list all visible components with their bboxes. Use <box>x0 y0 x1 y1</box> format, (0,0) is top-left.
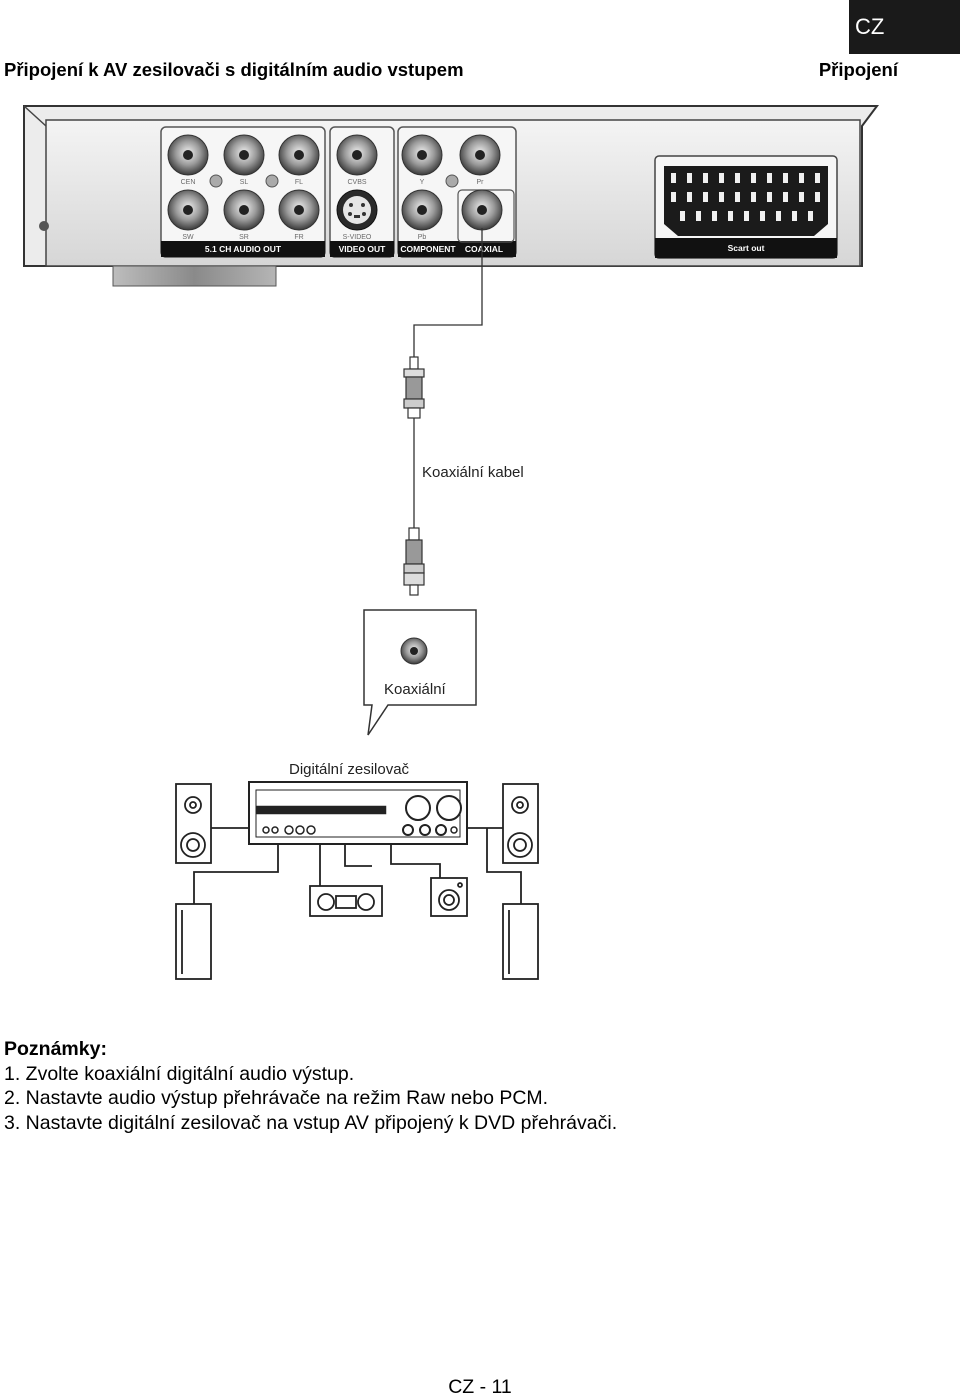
jack-label-cen: CEN <box>181 179 196 186</box>
note-item: 1. Zvolte koaxiální digitální audio výst… <box>4 1062 355 1085</box>
coaxial-cable <box>413 228 483 528</box>
notes-title: Poznámky: <box>4 1038 107 1060</box>
note-item: 2. Nastavte audio výstup přehrávače na r… <box>4 1087 549 1109</box>
scart-pin <box>728 211 733 221</box>
jack-pb: Pb <box>401 189 443 241</box>
jack-label-y: Y <box>420 179 425 186</box>
scart-pin <box>687 192 692 202</box>
jack-fl: FL <box>278 134 320 186</box>
speaker-wires <box>193 827 522 904</box>
scart-pin <box>767 173 772 183</box>
scart-pin <box>799 192 804 202</box>
jack-label-sr: SR <box>239 234 249 241</box>
jack-svideo: S-VIDEO <box>336 189 378 241</box>
jack-label-svideo: S-VIDEO <box>343 234 372 241</box>
jack-label-pr: Pr <box>477 179 485 186</box>
scart-pin <box>696 211 701 221</box>
scart-pin <box>815 173 820 183</box>
screw-icon <box>445 174 459 188</box>
section-title: Připojení <box>818 59 898 80</box>
scart-pin <box>671 192 676 202</box>
scart-pin <box>712 211 717 221</box>
speaker-front-left <box>175 783 212 864</box>
jack-label-fl: FL <box>295 179 303 186</box>
scart-pin <box>783 192 788 202</box>
jack-sw: SW <box>167 189 209 241</box>
rca-jacks-top: CEN SL FL CVBS Y Pr <box>167 134 501 188</box>
speaker-center <box>309 885 383 917</box>
jack-sl: SL <box>223 134 265 186</box>
rca-jacks-bottom: SW SR FR S-VIDEO Pb <box>167 189 503 241</box>
speaker-front-right <box>502 783 539 864</box>
scart-pin <box>735 173 740 183</box>
scart-pin <box>680 211 685 221</box>
label-51-audio-out: 5.1 CH AUDIO OUT <box>205 244 282 254</box>
subwoofer <box>430 877 468 917</box>
amplifier-label: Digitální zesilovač <box>289 761 410 778</box>
label-coaxial: COAXIAL <box>465 244 503 254</box>
page-number: CZ - 11 <box>448 1376 512 1398</box>
scart-pin <box>719 173 724 183</box>
jack-coaxial <box>461 189 503 231</box>
page-title: Připojení k AV zesilovači s digitálním a… <box>4 59 464 80</box>
jack-label-sl: SL <box>240 179 249 186</box>
scart-pin <box>719 192 724 202</box>
label-video-out: VIDEO OUT <box>339 244 387 254</box>
jack-y: Y <box>401 134 443 186</box>
speaker-rear-left <box>175 903 212 980</box>
jack-cen: CEN <box>167 134 209 186</box>
speaker-rear-right <box>502 903 539 980</box>
scart-pin <box>760 211 765 221</box>
jack-label-fr: FR <box>294 234 303 241</box>
scart-pin <box>687 173 692 183</box>
jack-label-pb: Pb <box>418 234 427 241</box>
language-tab: CZ <box>849 0 960 54</box>
jack-label-sw: SW <box>182 234 194 241</box>
scart-pin <box>703 192 708 202</box>
scart-pin <box>671 173 676 183</box>
rca-plug-lower <box>403 527 425 596</box>
scart-pin <box>792 211 797 221</box>
cable-label: Koaxiální kabel <box>422 464 524 481</box>
scart-pin <box>751 173 756 183</box>
notes-section: Poznámky: 1. Zvolte koaxiální digitální … <box>4 1037 617 1135</box>
scart-pin <box>815 192 820 202</box>
scart-pin <box>776 211 781 221</box>
jack-pr: Pr <box>459 134 501 186</box>
jack-label-cvbs: CVBS <box>347 179 366 186</box>
jack-sr: SR <box>223 189 265 241</box>
jack-fr: FR <box>278 189 320 241</box>
screw-icon <box>209 174 223 188</box>
jack-cvbs: CVBS <box>336 134 378 186</box>
connection-diagram: 5.1 CH AUDIO OUT VIDEO OUT COMPONENT COA… <box>23 105 879 980</box>
scart-pin <box>783 173 788 183</box>
rca-plug-upper <box>403 356 425 419</box>
scart-pin <box>767 192 772 202</box>
coaxial-callout: Koaxiální <box>363 609 477 736</box>
scart-pin <box>735 192 740 202</box>
scart-pin <box>744 211 749 221</box>
label-scart-out: Scart out <box>728 243 765 253</box>
player-foot <box>112 265 277 287</box>
screw-icon <box>265 174 279 188</box>
scart-pin <box>799 173 804 183</box>
screw-icon <box>39 221 49 231</box>
scart-connector: Scart out <box>654 155 838 259</box>
label-component: COMPONENT <box>400 244 456 254</box>
scart-pin <box>808 211 813 221</box>
digital-amplifier <box>248 781 468 845</box>
callout-label: Koaxiální <box>384 681 447 698</box>
note-item: 3. Nastavte digitální zesilovač na vstup… <box>4 1111 618 1134</box>
scart-pin <box>703 173 708 183</box>
scart-pin <box>751 192 756 202</box>
